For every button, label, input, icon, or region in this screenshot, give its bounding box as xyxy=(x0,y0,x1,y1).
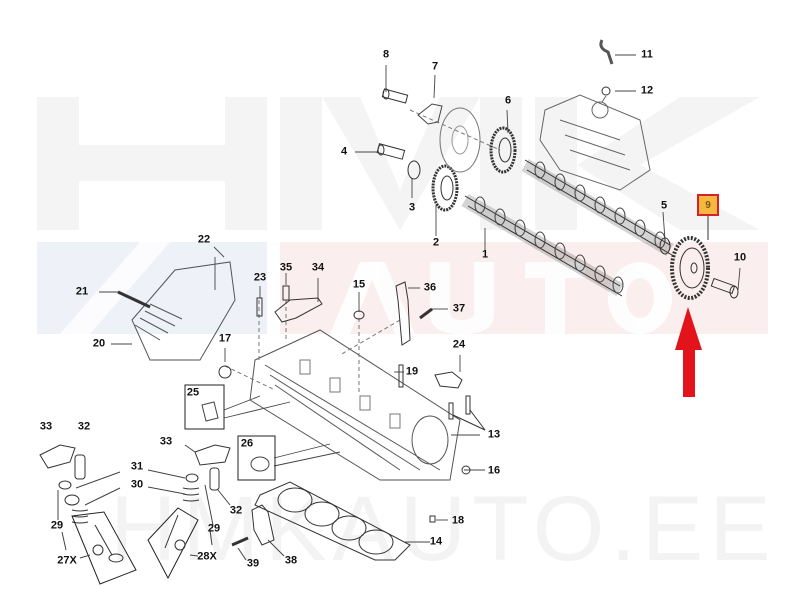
callout-9-highlighted[interactable]: 9 xyxy=(697,194,719,216)
callout-38: 38 xyxy=(284,554,298,567)
callout-28x: 28X xyxy=(197,550,217,563)
bolt-37 xyxy=(419,307,433,320)
callout-27x: 27X xyxy=(57,554,77,567)
plug-17 xyxy=(218,365,232,379)
reluctor-wheel xyxy=(409,107,501,173)
valve-train-right xyxy=(147,444,231,580)
callout-14: 14 xyxy=(429,535,443,548)
callout-29-right: 29 xyxy=(207,522,221,535)
inset-box-26 xyxy=(237,435,276,481)
inset-box-25 xyxy=(184,384,225,430)
callout-25: 25 xyxy=(186,386,200,399)
nut-16 xyxy=(461,465,471,475)
bracket-7 xyxy=(417,103,443,125)
callout-23: 23 xyxy=(253,271,267,284)
callout-6: 6 xyxy=(504,94,512,107)
callout-32-right: 32 xyxy=(229,504,243,517)
gear-6 xyxy=(489,126,517,174)
bracket-34 xyxy=(274,297,323,323)
callout-7: 7 xyxy=(431,60,439,73)
valve-train-left xyxy=(39,444,137,585)
camshaft-2 xyxy=(521,158,674,257)
callout-29-left: 29 xyxy=(50,519,64,532)
bolt-39 xyxy=(231,536,249,547)
bolt-10 xyxy=(710,277,739,299)
callout-39: 39 xyxy=(246,557,260,570)
cam-cover xyxy=(539,94,651,191)
pin-18 xyxy=(429,515,436,523)
head-gasket-14 xyxy=(254,481,411,561)
plate-36 xyxy=(395,281,411,346)
bolt-23 xyxy=(256,297,263,317)
washer-5 xyxy=(659,237,671,255)
callout-12: 12 xyxy=(640,84,654,97)
callout-24: 24 xyxy=(452,338,466,351)
callout-16: 16 xyxy=(487,464,501,477)
callout-10: 10 xyxy=(733,251,747,264)
cap-12 xyxy=(601,86,611,96)
callout-33-right: 33 xyxy=(159,435,173,448)
callout-3: 3 xyxy=(408,201,416,214)
bolt-35 xyxy=(282,285,290,301)
callout-33-left: 33 xyxy=(39,420,53,433)
gear-2 xyxy=(431,164,459,212)
alignment-lines xyxy=(224,300,401,395)
callout-9-label: 9 xyxy=(705,199,711,211)
callout-13: 13 xyxy=(487,428,501,441)
callout-15: 15 xyxy=(352,278,366,291)
camshaft-1 xyxy=(461,193,624,297)
callout-30: 30 xyxy=(130,478,144,491)
housing-20 xyxy=(131,257,236,361)
callout-17: 17 xyxy=(218,332,232,345)
callout-32-left: 32 xyxy=(77,420,91,433)
bolt-19 xyxy=(398,364,404,388)
callout-21: 21 xyxy=(75,285,89,298)
callout-36: 36 xyxy=(423,281,437,294)
callout-31: 31 xyxy=(130,460,144,473)
callout-18: 18 xyxy=(451,514,465,527)
callout-34: 34 xyxy=(311,261,325,274)
callout-8: 8 xyxy=(382,48,390,61)
gear-9 xyxy=(670,236,710,300)
bracket-38 xyxy=(251,504,275,546)
callout-2: 2 xyxy=(432,236,440,249)
studs-13 xyxy=(448,395,486,431)
callout-20: 20 xyxy=(92,337,106,350)
cylinder-head xyxy=(249,329,461,481)
callout-35: 35 xyxy=(279,261,293,274)
bolt-4 xyxy=(376,143,406,160)
callout-5: 5 xyxy=(660,199,668,212)
bolt-21 xyxy=(117,290,151,309)
leader-lines xyxy=(99,54,741,543)
sensor-24 xyxy=(434,371,463,389)
hose-11 xyxy=(599,39,614,65)
callout-37: 37 xyxy=(452,302,466,315)
callout-4: 4 xyxy=(340,145,348,158)
plug-15 xyxy=(353,310,365,320)
callout-1: 1 xyxy=(481,248,489,261)
bolt-8 xyxy=(381,88,409,104)
callout-22: 22 xyxy=(197,233,211,246)
washer-3 xyxy=(407,160,421,180)
red-arrow-icon xyxy=(675,307,702,397)
callout-19: 19 xyxy=(405,365,419,378)
callout-11: 11 xyxy=(641,48,653,61)
svg-text:HMKAUTO.EE: HMKAUTO.EE xyxy=(110,478,777,580)
callout-26: 26 xyxy=(240,437,254,450)
